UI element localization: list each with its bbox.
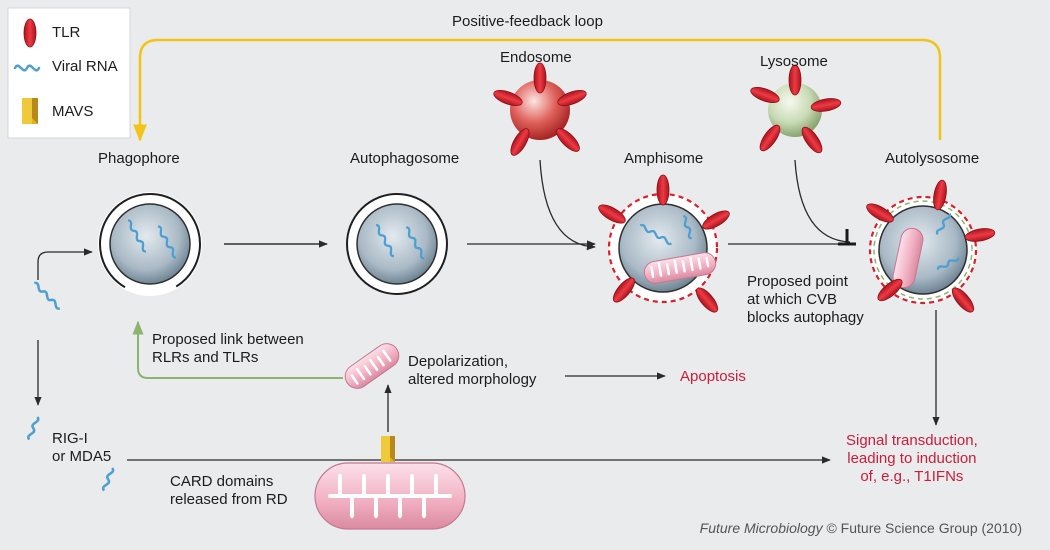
figure-credit: Future Microbiology © Future Science Gro… (700, 520, 1022, 536)
proposed-link-line-1: Proposed link between (152, 331, 304, 348)
legend-tlr-label: TLR (52, 24, 81, 41)
lysosome (748, 64, 843, 157)
card-label: CARD domains released from RD (170, 473, 288, 509)
signal-line-1: Signal transduction, (846, 432, 978, 449)
credit-journal: Future Microbiology (699, 520, 823, 536)
amphisome (595, 174, 733, 316)
lysosome-label: Lysosome (760, 53, 828, 70)
feedback-loop-line (138, 38, 942, 140)
autolysosome-label: Autolysosome (885, 150, 980, 167)
legend-rna-icon (13, 64, 41, 72)
card-line-1: CARD domains (170, 473, 274, 490)
green-link-arrow (132, 320, 343, 379)
proposed-link-label: Proposed link between RLRs and TLRs (152, 331, 304, 367)
rig-line-2: or MDA5 (52, 448, 112, 465)
signal-line-3: of, e.g., T1IFNs (860, 468, 964, 485)
endosome-label: Endosome (500, 49, 572, 66)
legend-mavs-icon (22, 98, 38, 124)
phagophore (98, 192, 202, 296)
signal-transduction-label: Signal transduction, leading to inductio… (846, 432, 978, 486)
depolarization-line-2: altered morphology (408, 371, 537, 388)
rig-label: RIG-I or MDA5 (52, 430, 111, 466)
signal-line-2: leading to induction (847, 450, 977, 467)
cvb-block-line-2: at which CVB (747, 291, 838, 308)
legend-rna-label: Viral RNA (52, 58, 118, 75)
mavs-icon (381, 436, 395, 462)
viral-rna-entering (34, 281, 61, 310)
cvb-block-label: Proposed point at which CVB blocks autop… (747, 273, 864, 327)
arrow-endosome-to-amphisome (539, 159, 596, 251)
arrow-rna-to-phagophore (37, 248, 93, 280)
endosome (491, 62, 589, 159)
depolarization-label: Depolarization, altered morphology (408, 353, 536, 389)
card-line-2: released from RD (170, 491, 288, 508)
depolarized-mitochondrion (344, 343, 400, 389)
proposed-link-line-2: RLRs and TLRs (152, 349, 259, 366)
feedback-loop-label: Positive-feedback loop (452, 13, 603, 30)
rig-line-1: RIG-I (52, 430, 88, 447)
mitochondrion (314, 462, 466, 530)
amphisome-label: Amphisome (624, 150, 704, 167)
legend-tlr-icon (23, 18, 37, 48)
blocked-arrow-lysosome (794, 159, 851, 243)
autophagosome-label: Autophagosome (350, 150, 460, 167)
credit-rest: © Future Science Group (2010) (826, 520, 1022, 536)
autophagosome (346, 193, 448, 295)
phagophore-label: Phagophore (98, 150, 180, 167)
rig-rna-icon (27, 416, 40, 441)
legend (7, 7, 131, 139)
autolysosome (863, 178, 997, 316)
cvb-block-line-1: Proposed point (747, 273, 848, 290)
cvb-block-line-3: blocks autophagy (747, 309, 864, 326)
depolarization-line-1: Depolarization, (408, 353, 509, 370)
legend-mavs-label: MAVS (52, 103, 94, 120)
inhibition-bar (838, 229, 856, 246)
apoptosis-label: Apoptosis (680, 368, 746, 385)
